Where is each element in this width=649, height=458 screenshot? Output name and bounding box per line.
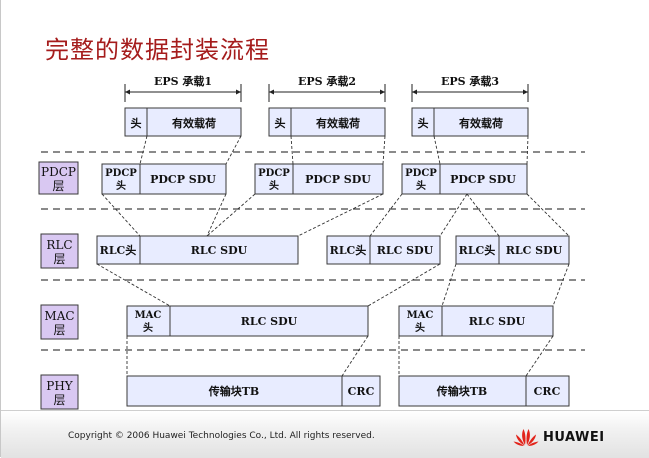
payload-label: 有效载荷 <box>459 116 503 130</box>
transport-block-2: 传输块TB CRC <box>398 375 570 407</box>
rlc-sdu-label: RLC SDU <box>377 244 434 257</box>
pdcp-sdu-label: PDCP SDU <box>450 173 516 186</box>
mac-header-label: 头 <box>415 321 425 334</box>
pdcp-sdu-box <box>292 163 384 195</box>
brand-name: HUAWEI <box>543 429 605 445</box>
pdcp-sdu-label: PDCP SDU <box>305 173 371 186</box>
rlc-sdu-label: RLC SDU <box>469 315 526 328</box>
svg-text:层: 层 <box>53 252 65 266</box>
bearer-label: EPS 承载1 <box>154 74 212 88</box>
layer-label-pdcp: PDCP 层 <box>38 161 79 195</box>
rlc-sdu-box <box>139 235 299 265</box>
payload-label: 有效载荷 <box>172 116 216 130</box>
tb-box <box>126 375 343 407</box>
rlc-sdu-box <box>498 235 570 265</box>
crc-box <box>341 375 381 407</box>
rlc-pdu-1: RLC头 RLC SDU <box>96 235 299 265</box>
pdcp-sdu-box <box>139 163 227 195</box>
pdcp-header-label: 头 <box>269 179 279 192</box>
header-label: 头 <box>275 116 286 130</box>
tb-label: 传输块TB <box>208 384 259 398</box>
mac-pdu-2: MAC 头 RLC SDU <box>398 305 554 337</box>
copyright-text: Copyright © 2006 Huawei Technologies Co.… <box>68 431 375 441</box>
pdcp-header-label: PDCP <box>258 168 290 179</box>
ip-packet-1: 头 有效载荷 <box>124 107 242 137</box>
transport-block-1: 传输块TB CRC <box>126 375 381 407</box>
pdcp-header-label: 头 <box>116 179 126 192</box>
eps-bearer-2: EPS 承载2 <box>268 74 386 102</box>
ip-packet-3: 头 有效载荷 <box>411 107 529 137</box>
pdcp-header-label: PDCP <box>105 168 137 179</box>
tb-box <box>398 375 527 407</box>
encapsulation-diagram: EPS 承载1 EPS 承载2 EPS 承载3 <box>38 74 585 410</box>
eps-bearer-1: EPS 承载1 <box>124 74 242 102</box>
crc-label: CRC <box>348 385 375 398</box>
svg-text:MAC: MAC <box>44 309 74 323</box>
payload-box <box>290 107 386 137</box>
pdcp-pdu-2: PDCP 头 PDCP SDU <box>254 163 384 195</box>
pdcp-sdu-label: PDCP SDU <box>150 173 216 186</box>
mac-header-label: 头 <box>143 321 153 334</box>
mac-header-label: MAC <box>135 310 162 321</box>
svg-text:PHY: PHY <box>46 379 74 393</box>
tb-label: 传输块TB <box>436 384 487 398</box>
pdcp-pdu-1: PDCP 头 PDCP SDU <box>101 163 227 195</box>
rlc-sdu-box <box>169 305 369 337</box>
footer: Copyright © 2006 Huawei Technologies Co.… <box>1 410 649 458</box>
layer-label-rlc: RLC 层 <box>40 233 79 269</box>
ip-packet-2: 头 有效载荷 <box>268 107 386 137</box>
rlc-pdu-2: RLC头 RLC SDU <box>326 235 441 265</box>
eps-bearer-3: EPS 承载3 <box>411 74 529 102</box>
pdcp-pdu-3: PDCP 头 PDCP SDU <box>401 163 528 195</box>
mac-pdu-1: MAC 头 RLC SDU <box>126 305 369 337</box>
svg-text:层: 层 <box>53 323 65 337</box>
rlc-header-box <box>326 235 371 265</box>
payload-label: 有效载荷 <box>316 116 360 130</box>
payload-box <box>146 107 242 137</box>
rlc-header-box <box>455 235 500 265</box>
layer-label-phy: PHY 层 <box>40 374 79 410</box>
rlc-header-label: RLC头 <box>459 243 496 257</box>
header-label: 头 <box>418 116 429 130</box>
pdcp-header-label: PDCP <box>405 168 437 179</box>
huawei-logo: HUAWEI <box>513 427 605 447</box>
huawei-petals-icon <box>513 429 539 446</box>
svg-text:RLC: RLC <box>46 238 72 252</box>
rlc-sdu-label: RLC SDU <box>191 244 248 257</box>
crc-label: CRC <box>534 385 561 398</box>
payload-box <box>433 107 529 137</box>
bearer-label: EPS 承载2 <box>298 74 356 88</box>
mapping-lines <box>96 135 570 377</box>
rlc-sdu-label: RLC SDU <box>506 244 563 257</box>
bearer-label: EPS 承载3 <box>441 74 499 88</box>
layer-label-mac: MAC 层 <box>40 304 79 340</box>
svg-text:层: 层 <box>53 393 65 407</box>
mac-header-box <box>398 305 443 337</box>
rlc-pdu-3: RLC头 RLC SDU <box>455 235 570 265</box>
rlc-header-label: RLC头 <box>100 243 137 257</box>
rlc-sdu-box <box>369 235 441 265</box>
rlc-header-label: RLC头 <box>330 243 367 257</box>
rlc-sdu-label: RLC SDU <box>241 315 298 328</box>
pdcp-header-label: 头 <box>416 179 426 192</box>
mac-header-label: MAC <box>407 310 434 321</box>
svg-text:层: 层 <box>52 179 64 193</box>
slide-title: 完整的数据封装流程 <box>45 36 270 64</box>
svg-text:PDCP: PDCP <box>41 165 76 179</box>
pdcp-sdu-box <box>439 163 528 195</box>
rlc-sdu-box <box>441 305 554 337</box>
header-label: 头 <box>131 116 142 130</box>
crc-box <box>525 375 570 407</box>
mac-header-box <box>126 305 171 337</box>
